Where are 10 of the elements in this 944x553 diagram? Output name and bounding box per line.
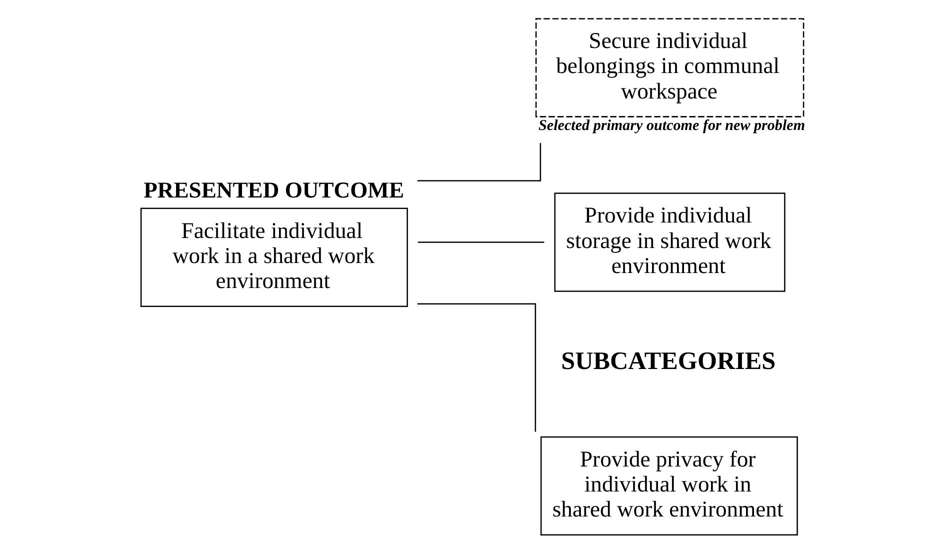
node-box: Secure individual belongings in communal workspace <box>535 18 804 118</box>
node-box: Facilitate individual work in a shared work environment <box>140 208 408 307</box>
connector <box>417 303 536 432</box>
node-label: Selected primary outcome for new problem <box>538 118 806 134</box>
node-label: PRESENTED OUTCOME <box>144 178 404 203</box>
node-box: Provide individual storage in shared work environment <box>554 192 786 292</box>
label: SUBCATEGORIES <box>561 348 776 376</box>
node-box: Provide privacy for individual work in shared work environment <box>540 436 798 536</box>
connector <box>417 142 542 182</box>
connector <box>418 242 544 243</box>
